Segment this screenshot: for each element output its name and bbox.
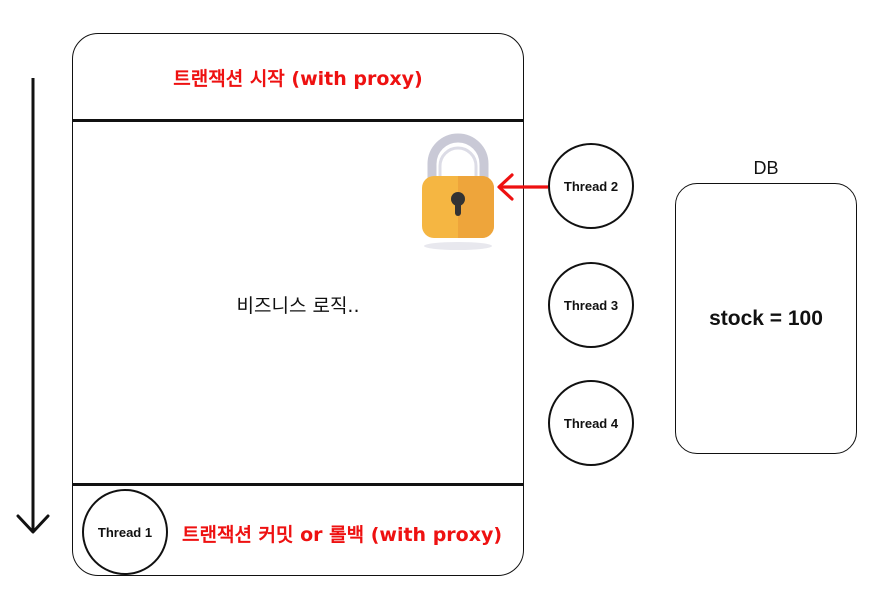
thread-2-circle: Thread 2 <box>548 143 634 229</box>
padlock-icon <box>422 133 494 250</box>
transaction-start-label: 트랜잭션 시작 (with proxy) <box>173 68 423 90</box>
thread-1-circle: Thread 1 <box>82 489 168 575</box>
transaction-bottom-divider <box>72 483 524 486</box>
transaction-box <box>72 33 524 576</box>
time-flow-arrow-icon <box>16 78 50 534</box>
thread-4-label: Thread 4 <box>563 415 619 431</box>
thread-3-circle: Thread 3 <box>548 262 634 348</box>
db-label: DB <box>753 158 779 178</box>
thread-1-label: Thread 1 <box>97 524 153 540</box>
thread-2-label: Thread 2 <box>563 178 619 194</box>
thread-3-label: Thread 3 <box>563 297 619 313</box>
db-box: stock = 100 <box>675 183 857 454</box>
thread-4-circle: Thread 4 <box>548 380 634 466</box>
db-stock-value: stock = 100 <box>709 306 823 330</box>
business-logic-label: 비즈니스 로직.. <box>236 295 360 317</box>
transaction-top-divider <box>72 119 524 122</box>
wait-arrow-icon <box>497 173 548 201</box>
transaction-end-label: 트랜잭션 커밋 or 롤백 (with proxy) <box>182 524 503 546</box>
